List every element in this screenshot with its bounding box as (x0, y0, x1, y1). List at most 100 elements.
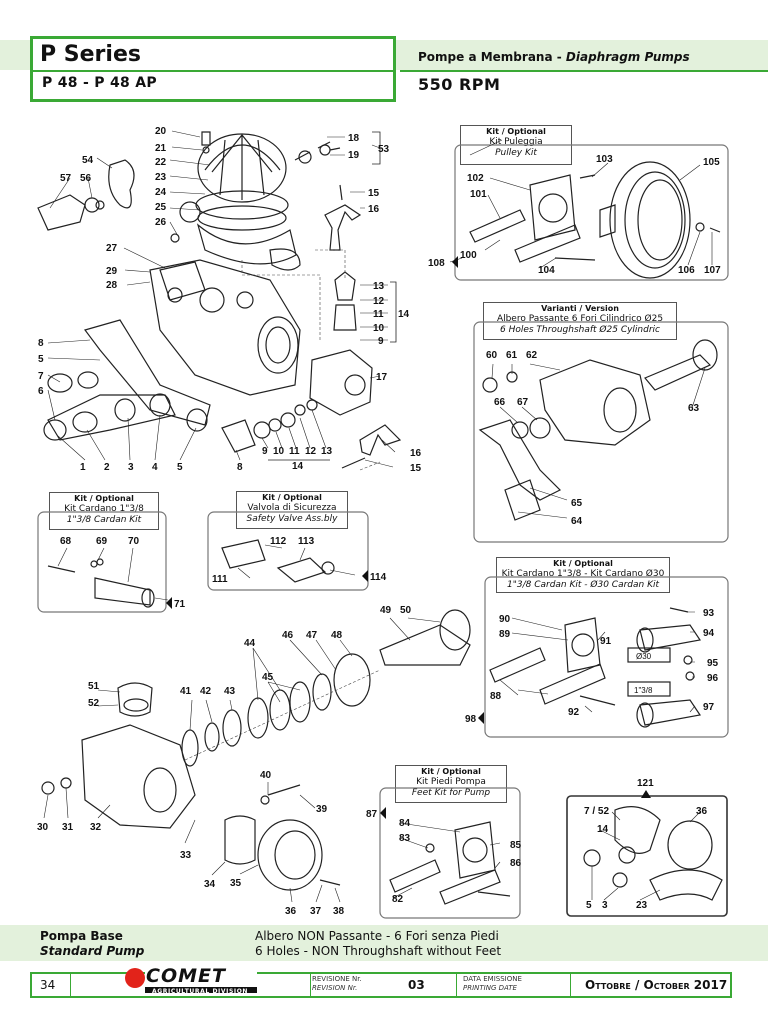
kit-box-safety-valve: Kit / Optional Valvola di Sicurezza Safe… (236, 491, 348, 529)
label-94: 94 (703, 628, 715, 639)
label-97: 97 (703, 702, 715, 713)
label-9: 9 (378, 336, 384, 347)
manifold-upper (83, 319, 211, 426)
footer-band (0, 925, 768, 961)
label-102: 102 (467, 173, 484, 184)
manifold-64 (478, 419, 562, 501)
label-1: 1 (80, 462, 86, 473)
label-22: 22 (155, 157, 167, 168)
plug-57 (37, 194, 86, 231)
kit-label-en: Safety Valve Ass.bly (246, 514, 338, 524)
footer-info-bar (30, 972, 732, 998)
label-39: 39 (316, 804, 328, 815)
label-121: 121 (637, 778, 654, 789)
label-91: 91 (600, 636, 612, 647)
label-112: 112 (270, 536, 287, 547)
shaft-70 (94, 577, 151, 606)
label-60: 60 (486, 350, 498, 361)
exploded-parts-diagram: 20 21 22 23 24 25 26 18 19 53 54 57 56 1… (37, 126, 729, 919)
pump-type-it: Pompe a Membrana - (418, 50, 566, 64)
label-57: 57 (60, 173, 72, 184)
crankcase (81, 724, 196, 829)
label-19: 19 (348, 150, 360, 161)
arrow-108 (452, 256, 458, 268)
kit-box-feet: Kit / Optional Kit Piedi Pompa Feet Kit … (395, 765, 507, 803)
series-title: P Series (40, 42, 141, 67)
label-36c: 36 (696, 806, 708, 817)
label-15b: 15 (410, 463, 422, 474)
logo-subtitle: AGRICULTURAL DIVISION (152, 988, 249, 995)
label-29: 29 (106, 266, 118, 277)
label-6: 6 (38, 386, 44, 397)
throughshaft-body (539, 359, 651, 446)
label-35: 35 (230, 878, 242, 889)
kit-title: Kit / Optional (553, 559, 613, 568)
bearing-41 (181, 729, 199, 767)
pulley-105 (609, 161, 691, 279)
version-frame (473, 321, 729, 543)
diaphragm-36 (667, 820, 713, 870)
label-63: 63 (688, 403, 700, 414)
label-26: 26 (155, 217, 167, 228)
label-30: 30 (37, 822, 49, 833)
kit-label-it: Kit Piedi Pompa (416, 777, 486, 787)
kit-title: Kit / Optional (486, 127, 546, 136)
label-100: 100 (460, 250, 477, 261)
shaft-94 (639, 624, 702, 651)
arrow-121 (641, 790, 651, 798)
label-114: 114 (370, 572, 387, 583)
pulley-flange-102 (529, 174, 576, 241)
kit-title: Varianti / Version (541, 304, 619, 313)
label-2: 2 (104, 462, 110, 473)
label-14: 14 (398, 309, 410, 320)
pump-body-top (196, 223, 297, 265)
date-label-it: DATA EMISSIONE (463, 975, 522, 983)
footer-standard-pump: Standard Pump (40, 944, 145, 958)
date-label-cell (456, 974, 567, 996)
label-13b: 13 (321, 446, 333, 457)
label-45: 45 (262, 672, 274, 683)
label-53: 53 (378, 144, 390, 155)
label-d138: 1"3/8 (634, 686, 653, 695)
bracket-100a (469, 209, 526, 243)
label-70: 70 (128, 536, 140, 547)
label-24: 24 (155, 187, 167, 198)
footer-pump-base: Pompa Base (40, 929, 123, 943)
label-16b: 16 (410, 448, 422, 459)
shaft-49 (379, 624, 471, 666)
label-90: 90 (499, 614, 511, 625)
label-64: 64 (571, 516, 583, 527)
logo-wordmark: COMET (146, 965, 226, 987)
kit-label-en: Pulley Kit (495, 148, 537, 158)
arrow-98 (478, 712, 484, 724)
label-15: 15 (368, 188, 380, 199)
label-106: 106 (678, 265, 695, 276)
kit-box-version: Varianti / Version Albero Passante 6 For… (483, 302, 677, 340)
label-31: 31 (62, 822, 74, 833)
kit-label-en: Feet Kit for Pump (411, 788, 491, 798)
label-111: 111 (212, 574, 228, 585)
label-36: 36 (285, 906, 297, 917)
label-21: 21 (155, 143, 167, 154)
label-83: 83 (399, 833, 411, 844)
label-12: 12 (373, 296, 385, 307)
label-48: 48 (331, 630, 343, 641)
label-96: 96 (707, 673, 719, 684)
fork-16 (324, 204, 362, 251)
label-92: 92 (568, 707, 580, 718)
label-85: 85 (510, 840, 522, 851)
page-number: 34 (40, 978, 56, 992)
safety-valve-frame (207, 511, 369, 591)
valve-112 (276, 557, 327, 583)
kit-title: Kit / Optional (74, 494, 134, 503)
label-51: 51 (88, 681, 100, 692)
page-divider (70, 974, 71, 996)
kit-label-it: Kit Cardano 1"3/8 (64, 504, 144, 514)
foot-82b (439, 869, 501, 905)
label-11: 11 (373, 309, 384, 320)
rpm-label: 550 RPM (418, 75, 501, 94)
date-value-cell (570, 974, 731, 996)
arrow-87 (380, 807, 386, 819)
label-d30: Ø30 (636, 652, 652, 661)
kit-label-it: Kit Puleggia (489, 137, 543, 147)
